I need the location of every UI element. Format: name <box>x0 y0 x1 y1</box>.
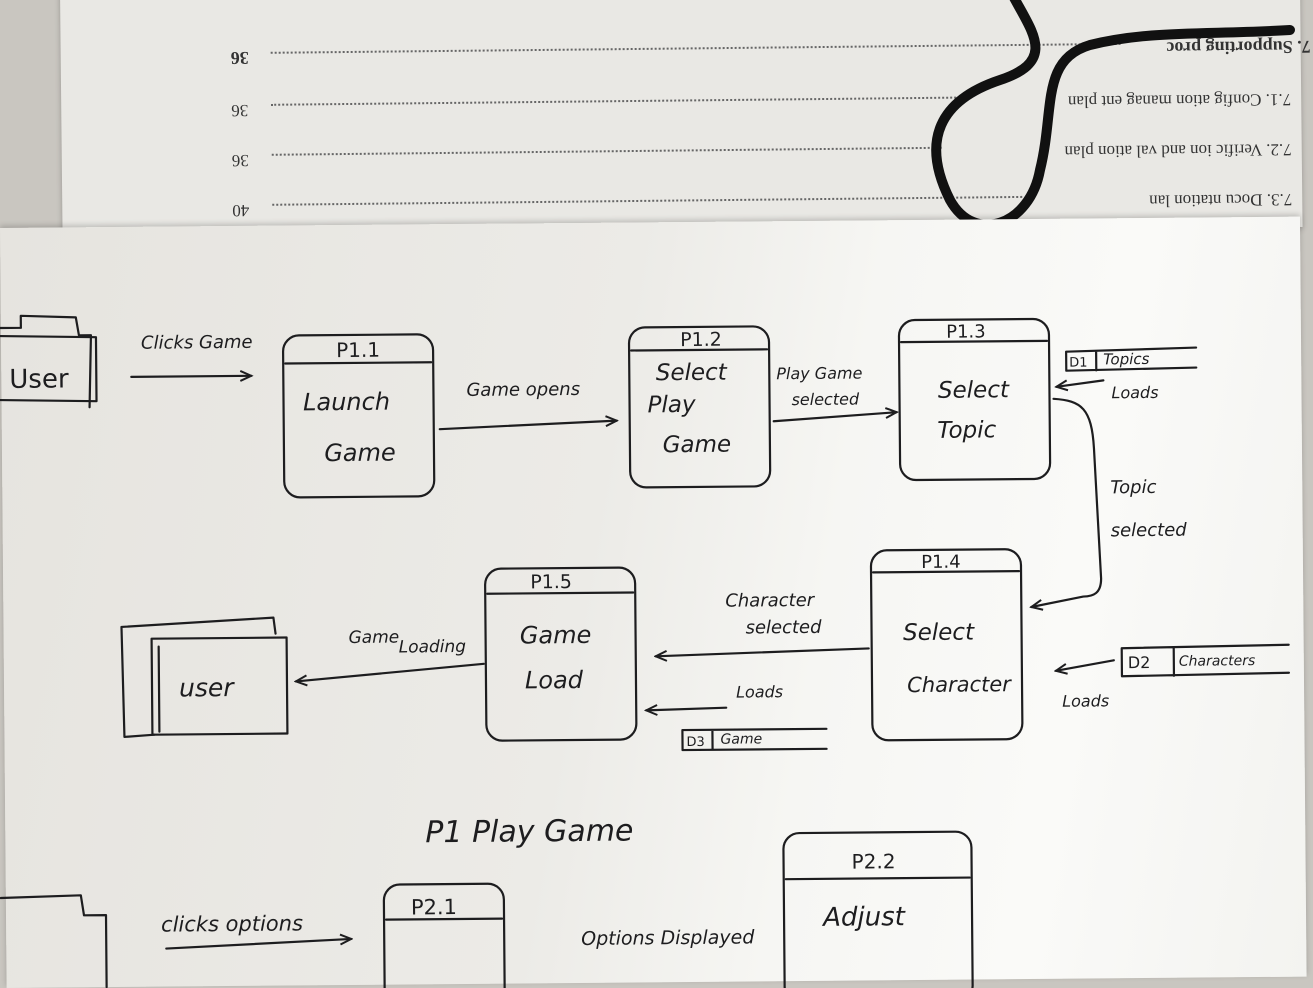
process-name-line: Play <box>647 392 696 418</box>
store-name: Characters <box>1179 653 1256 670</box>
store-name: Topics <box>1103 350 1150 368</box>
external-entity-user-bottom: user <box>120 616 289 739</box>
data-store-d1: D1 Topics <box>1065 346 1198 372</box>
flow-label: Loads <box>1062 691 1109 710</box>
process-name: Adjust <box>821 902 906 933</box>
flow-loads-topics: Loads <box>1056 379 1159 402</box>
store-id: D1 <box>1069 356 1087 371</box>
process-p1-3: P1.3 Select Topic <box>897 317 1052 482</box>
process-id: P2.2 <box>852 849 896 873</box>
entity-label: user <box>179 673 236 702</box>
process-id: P1.1 <box>336 338 380 362</box>
flow-topic-selected: Topic selected <box>1030 397 1188 607</box>
flow-loads-characters: Loads <box>1056 659 1115 711</box>
process-name-line: Topic <box>937 417 996 444</box>
process-id: P1.5 <box>530 571 572 593</box>
diagram-caption: P1 Play Game <box>425 813 633 850</box>
process-name-line: Select <box>656 360 728 387</box>
data-store-d2: D2 Characters <box>1120 643 1291 678</box>
process-name-line: Launch <box>303 388 390 417</box>
process-p2-2: P2.2 Adjust <box>782 830 974 988</box>
process-name-line: Character <box>907 672 1012 697</box>
flow-options-displayed: Options Displayed <box>581 926 755 950</box>
flow-label: Loads <box>736 682 783 701</box>
flow-label: Clicks Game <box>141 332 253 354</box>
flow-label-line: selected <box>791 390 860 410</box>
flow-label-line: Play Game <box>776 363 862 383</box>
process-id: P1.4 <box>921 552 961 573</box>
flow-label: clicks options <box>161 911 303 936</box>
process-p2-1: P2.1 <box>382 882 506 988</box>
process-name-line: Game <box>520 621 592 650</box>
flow-label-line: Game <box>349 628 400 648</box>
flow-game-opens: Game opens <box>438 379 616 431</box>
flow-loads-game: Loads <box>646 682 783 710</box>
flow-clicks-game: Clicks Game <box>130 332 253 377</box>
store-id: D3 <box>686 735 704 750</box>
process-name-line: Select <box>903 620 975 647</box>
entity-label: User <box>9 364 69 395</box>
store-name: Game <box>720 731 762 747</box>
process-id: P1.3 <box>946 321 986 342</box>
flow-play-game-selected: Play Game selected <box>772 363 896 423</box>
flow-game-loading: Game Loading <box>296 628 485 682</box>
process-p1-5: P1.5 Game Load <box>484 566 638 742</box>
data-store-d3: D3 Game <box>681 727 828 752</box>
process-name-line: Select <box>938 377 1010 404</box>
flow-label: Loads <box>1111 383 1158 402</box>
flow-label: Options Displayed <box>581 926 755 950</box>
process-name-line: Game <box>663 432 732 459</box>
flow-label-line: Character <box>725 590 816 612</box>
data-flow-diagram: User Clicks Game P1.1 Launch Game Game o… <box>0 314 1291 988</box>
process-id: P1.2 <box>680 329 722 351</box>
flow-label-line: selected <box>745 617 822 639</box>
process-p1-4: P1.4 Select Character <box>869 548 1024 742</box>
process-id: P2.1 <box>411 895 457 919</box>
flow-character-selected: Character selected <box>655 590 870 656</box>
store-id: D2 <box>1128 653 1151 672</box>
process-p1-2: P1.2 Select Play Game <box>627 325 772 489</box>
handwritten-sheet: User Clicks Game P1.1 Launch Game Game o… <box>0 216 1307 988</box>
flow-clicks-options: clicks options <box>161 911 351 950</box>
process-name-line: Load <box>525 666 584 695</box>
entity-partial-bottom <box>0 894 108 988</box>
flow-label: Game opens <box>466 379 580 401</box>
process-p1-1: P1.1 Launch Game <box>281 333 436 499</box>
flow-label-line: selected <box>1111 520 1188 542</box>
flow-label-line: Topic <box>1110 477 1156 498</box>
flow-label-line: Loading <box>399 637 467 658</box>
external-entity-user-top: User <box>0 314 98 409</box>
process-name-line: Game <box>324 439 396 468</box>
